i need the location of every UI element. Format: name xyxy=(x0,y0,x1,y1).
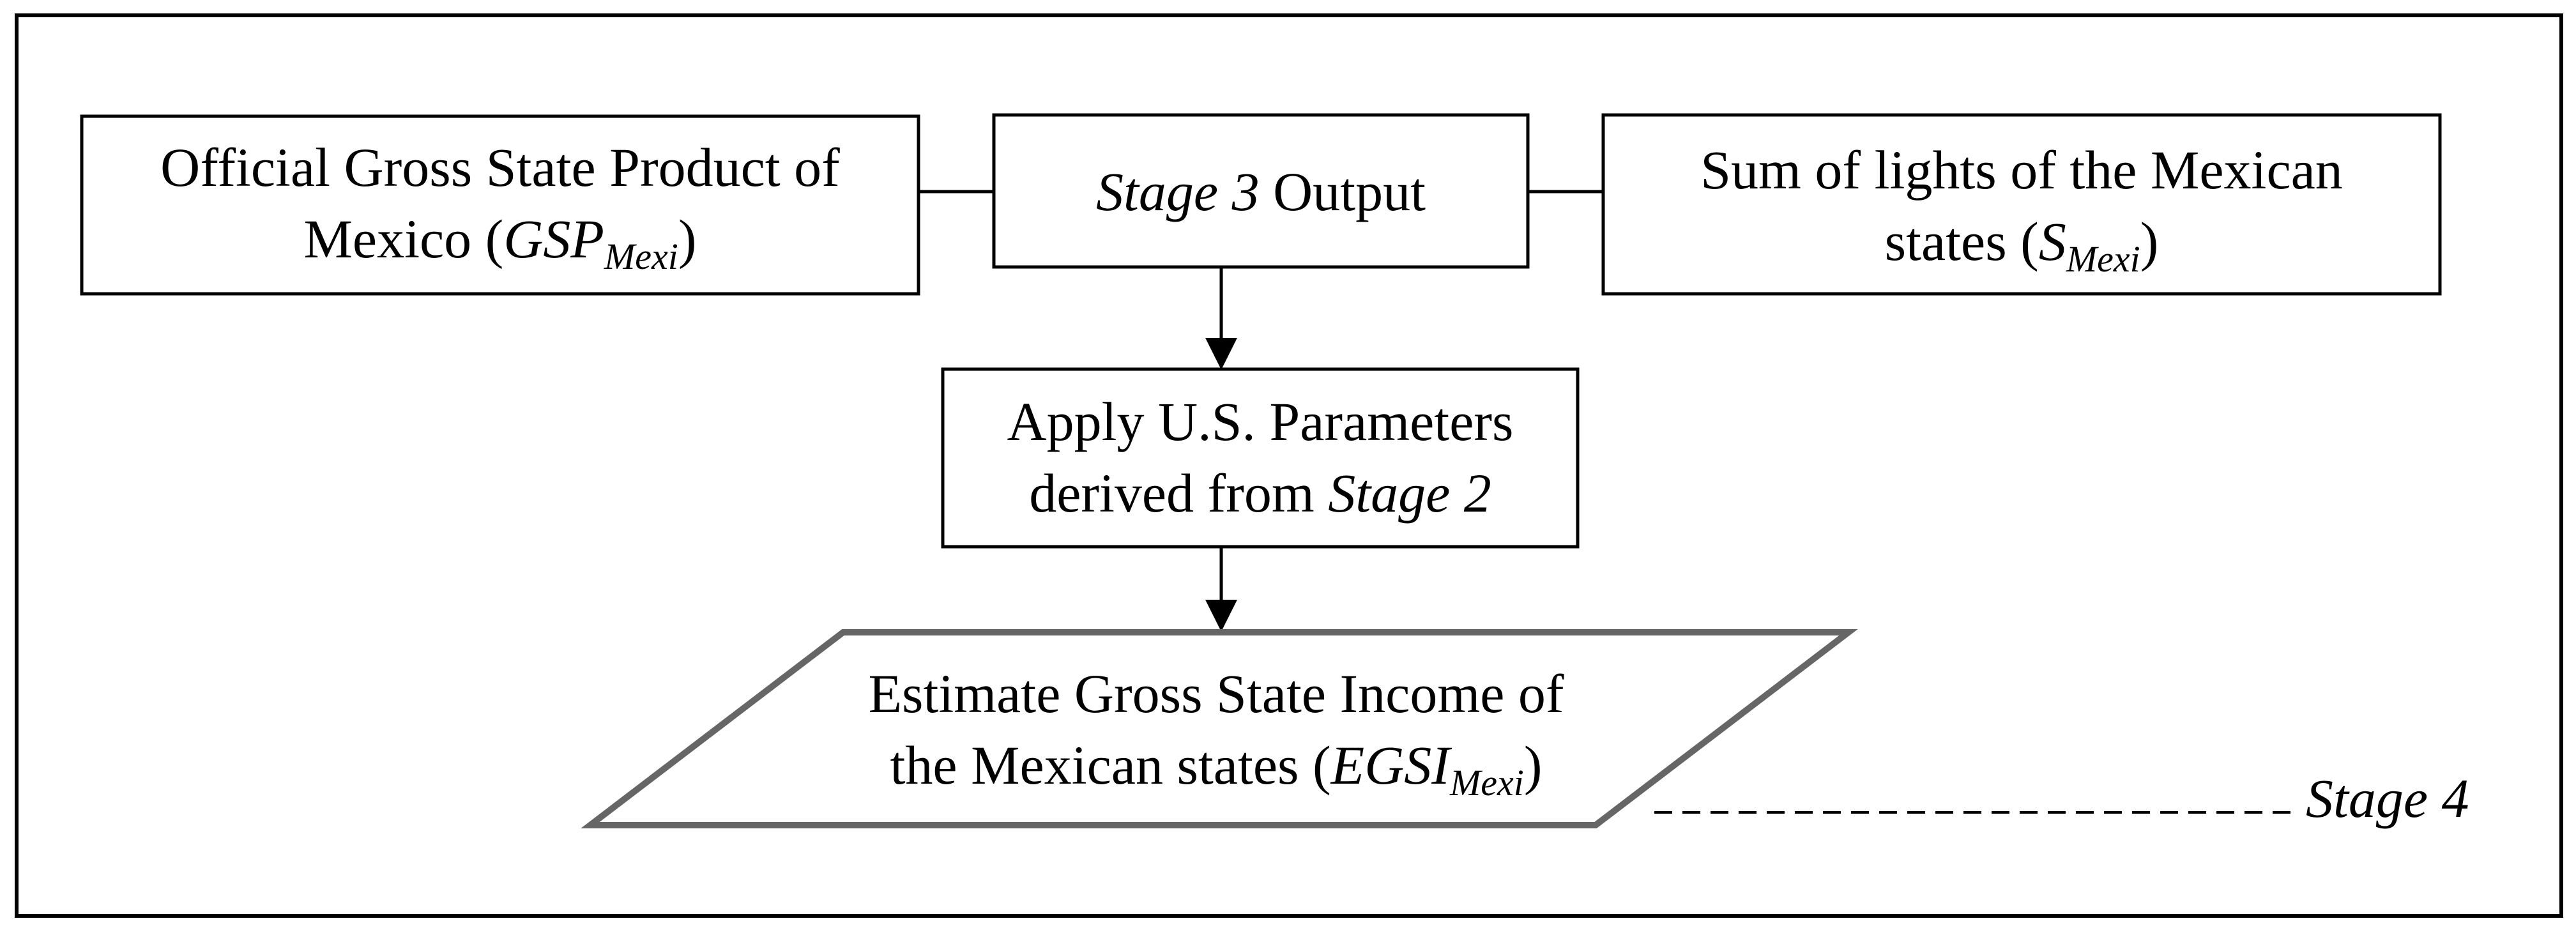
estimate-line1: Estimate Gross State Income of xyxy=(868,663,1564,724)
gsp-box xyxy=(80,114,920,296)
estimate-line2-suffix: ) xyxy=(1523,734,1543,796)
gsp-line1: Official Gross State Product of xyxy=(160,137,840,198)
lights-box xyxy=(1601,113,2442,296)
gsp-variable: GSP xyxy=(503,208,604,270)
stage4-label: Stage 4 xyxy=(2306,763,2469,834)
lights-subscript: Mexi xyxy=(2066,238,2140,280)
stage4-label-text: Stage 4 xyxy=(2306,768,2469,829)
estimate-output-parallelogram xyxy=(581,629,1858,828)
lights-line1: Sum of lights of the Mexican xyxy=(1700,139,2343,201)
estimate-line2: the Mexican states (EGSIMexi) xyxy=(705,729,1727,803)
lights-line2: states (SMexi) xyxy=(1603,206,2440,280)
gsp-line2-prefix: Mexico ( xyxy=(303,208,504,270)
gsp-subscript: Mexi xyxy=(604,236,678,277)
apply-parameters-text: Apply U.S. Parameters derived from Stage… xyxy=(943,386,1578,529)
estimate-variable: EGSI xyxy=(1330,734,1450,796)
gsp-line2: Mexico (GSPMexi) xyxy=(82,203,918,275)
stage3-suffix: Output xyxy=(1259,161,1426,222)
estimate-output-text: Estimate Gross State Income of the Mexic… xyxy=(705,658,1727,803)
lights-line2-suffix: ) xyxy=(2140,211,2159,272)
gsp-box-text: Official Gross State Product of Mexico (… xyxy=(82,132,918,275)
lights-variable: S xyxy=(2038,211,2066,272)
apply-line2: derived from Stage 2 xyxy=(943,457,1578,529)
estimate-subscript: Mexi xyxy=(1449,762,1524,803)
stage3-output-text: Stage 3 Output xyxy=(994,156,1528,227)
apply-line1: Apply U.S. Parameters xyxy=(1007,391,1514,452)
lights-line2-prefix: states ( xyxy=(1884,211,2039,272)
lights-box-text: Sum of lights of the Mexican states (SMe… xyxy=(1603,134,2440,280)
outer-frame xyxy=(15,13,2563,918)
apply-stage-label: Stage 2 xyxy=(1328,462,1491,524)
stage3-label: Stage 3 xyxy=(1096,161,1260,222)
apply-parameters-box xyxy=(941,367,1580,549)
gsp-line2-suffix: ) xyxy=(678,208,697,270)
apply-line2-prefix: derived from xyxy=(1029,462,1329,524)
stage3-output-box xyxy=(992,113,1530,269)
estimate-line2-prefix: the Mexican states ( xyxy=(890,734,1331,796)
